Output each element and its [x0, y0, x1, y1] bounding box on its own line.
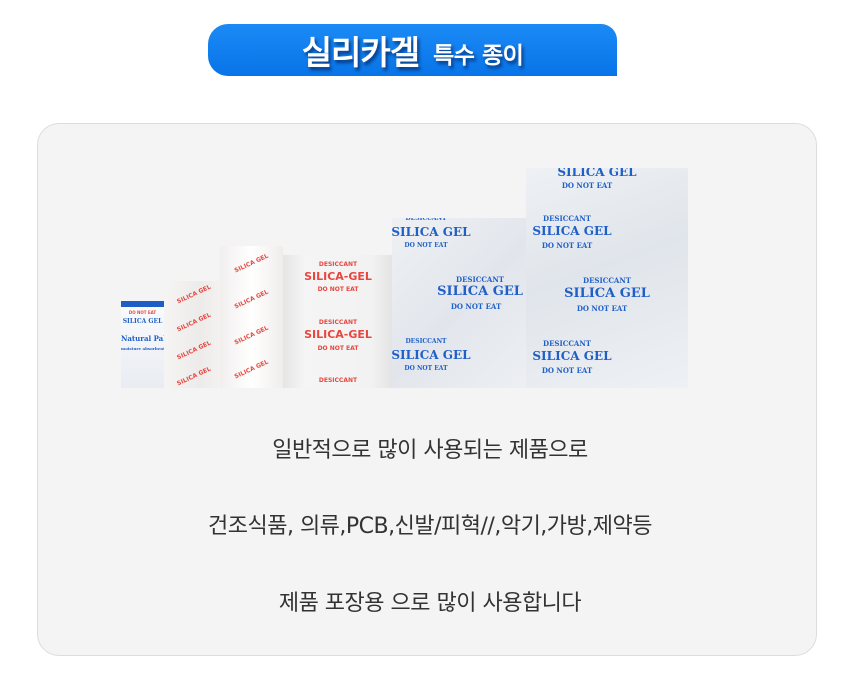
product-image: DO NOT EAT SILICA GEL Natural Pak moistu…	[120, 168, 688, 390]
packet-xxl: SILICA GEL DO NOT EAT DESICCANT SILICA G…	[526, 168, 688, 388]
packet-xs: DO NOT EAT SILICA GEL Natural Pak moistu…	[121, 301, 164, 388]
banner-title-main: 실리카겔	[301, 33, 420, 72]
packet-blue-strip	[121, 301, 164, 307]
packet-xl: DESICCANT SILICA GEL DO NOT EAT DESICCAN…	[392, 218, 540, 388]
packet-m: SILICA GEL SILICA GEL SILICA GEL SILICA …	[220, 246, 283, 388]
title-banner: 실리카겔 특수 종이	[208, 24, 617, 76]
packet-s: SILICA GEL SILICA GEL SILICA GEL SILICA …	[166, 281, 222, 388]
packet-l: DESICCANT SILICA-GEL DO NOT EAT DESICCAN…	[283, 255, 393, 388]
banner-title-sub: 특수 종이	[433, 43, 524, 69]
description-line-3: 제품 포장용 으로 많이 사용합니다	[278, 591, 582, 616]
description-line-2: 건조식품, 의류,PCB,신발/피혁//,악기,가방,제약등	[208, 514, 653, 539]
description-line-1: 일반적으로 많이 사용되는 제품으로	[272, 438, 588, 463]
